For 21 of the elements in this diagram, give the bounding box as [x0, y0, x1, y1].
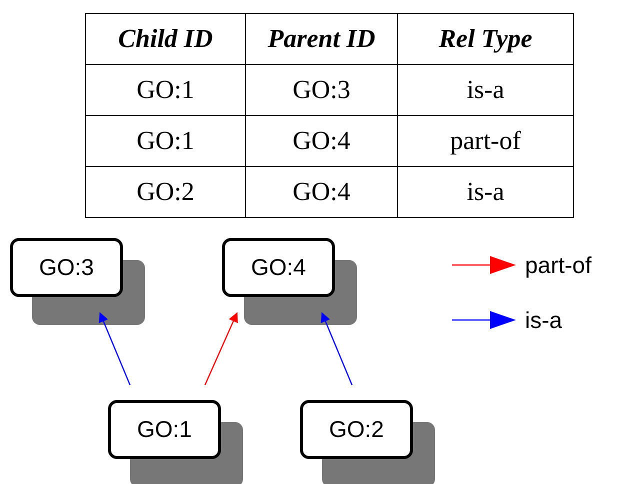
arrow [98, 312, 131, 386]
node-box: GO:1 [108, 400, 221, 459]
table-cell: is-a [398, 65, 574, 116]
table-cell: part-of [398, 116, 574, 167]
arrow [320, 312, 353, 386]
legend-label: is-a [525, 307, 562, 334]
arrow [204, 312, 238, 386]
table-cell: GO:1 [86, 65, 246, 116]
table-cell: GO:4 [246, 116, 398, 167]
table-cell: GO:1 [86, 116, 246, 167]
table-cell: GO:2 [86, 167, 246, 218]
table-cell: is-a [398, 167, 574, 218]
node-box: GO:4 [222, 238, 335, 297]
table-cell: GO:4 [246, 167, 398, 218]
column-header: Rel Type [398, 14, 574, 65]
column-header: Parent ID [246, 14, 398, 65]
node-box: GO:3 [10, 238, 123, 297]
column-header: Child ID [86, 14, 246, 65]
table-cell: GO:3 [246, 65, 398, 116]
legend-label: part-of [525, 252, 592, 279]
node-box: GO:2 [300, 400, 413, 459]
